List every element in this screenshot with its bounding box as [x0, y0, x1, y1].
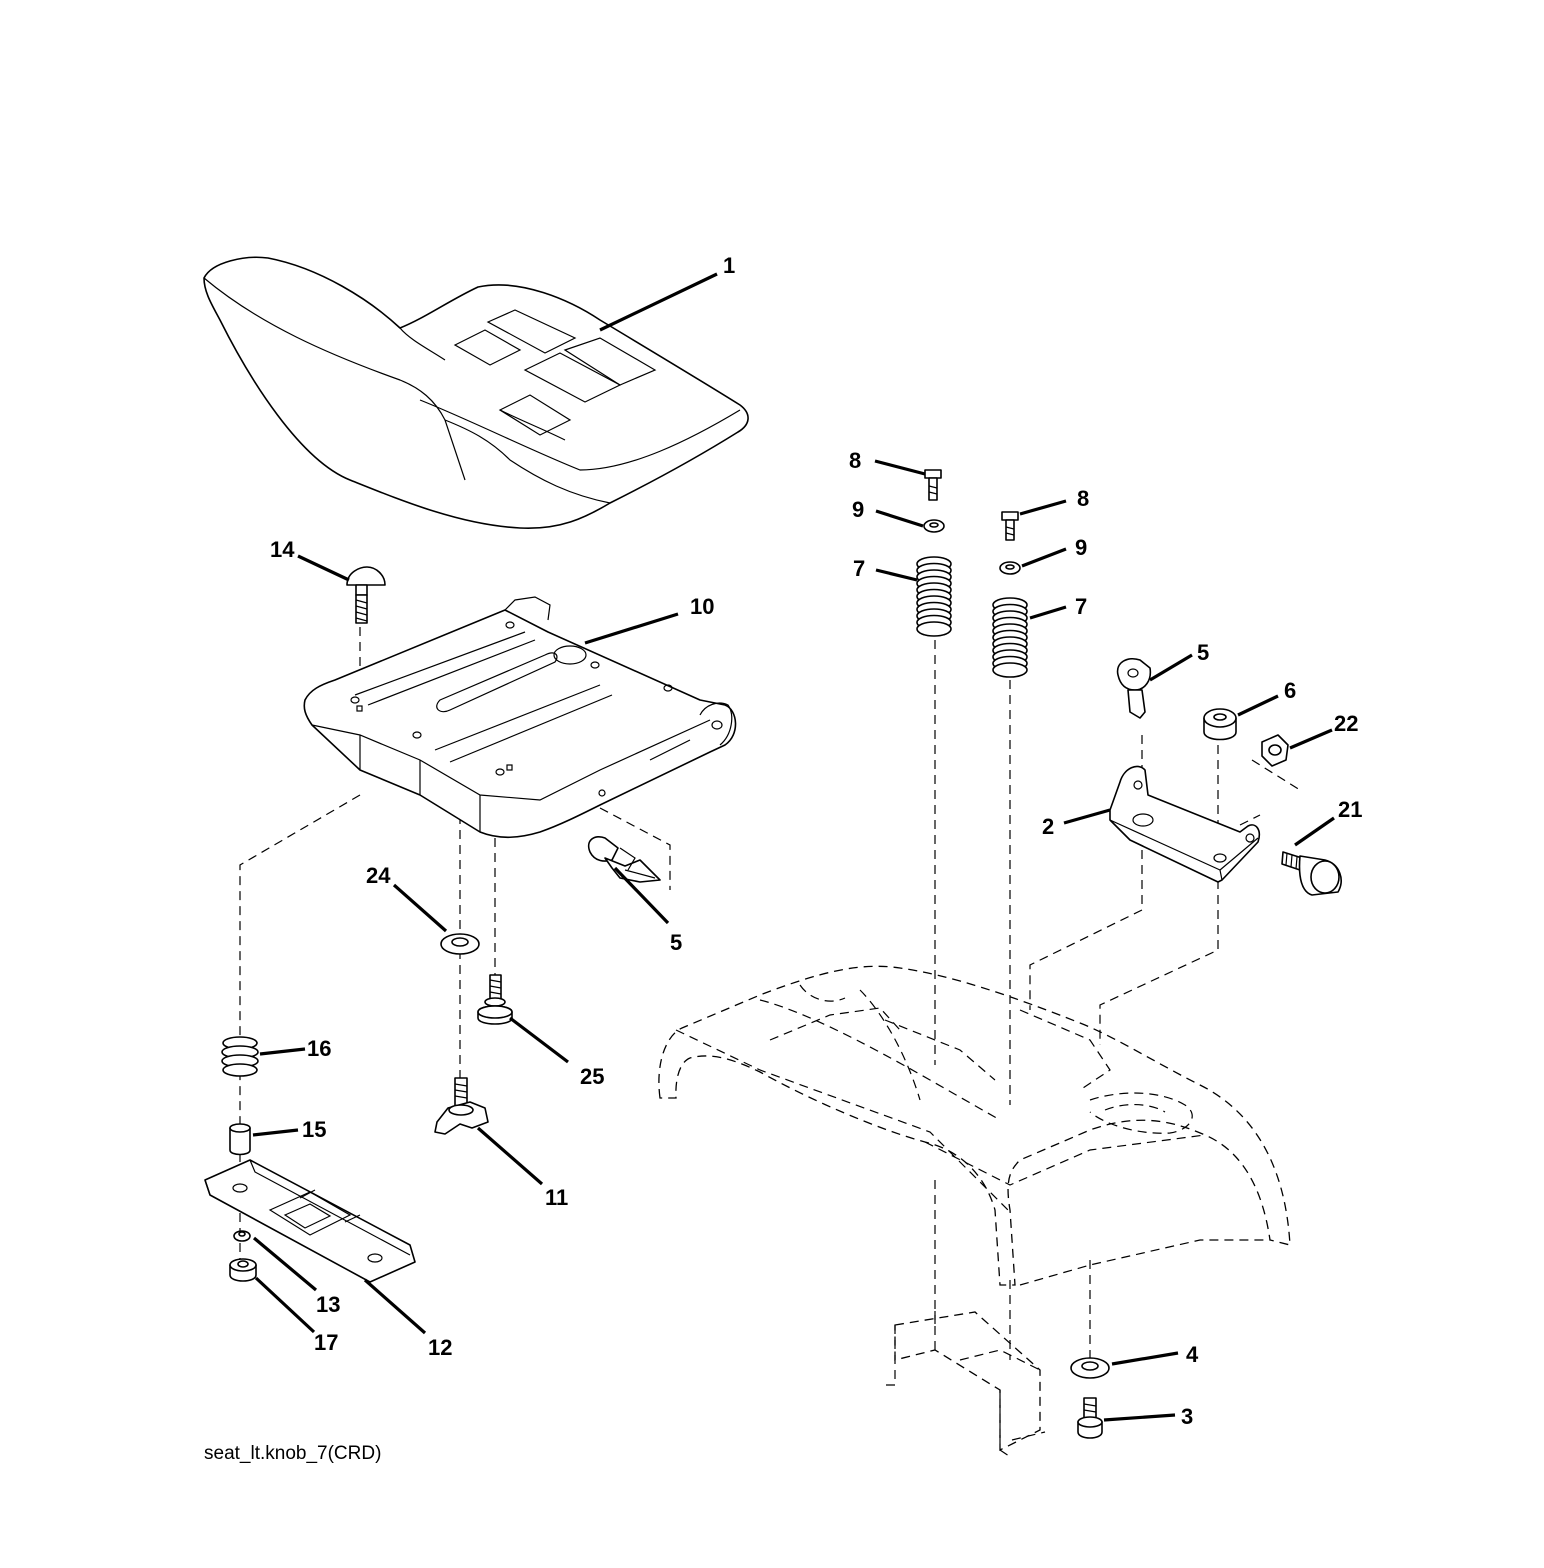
washer-4: [1070, 1357, 1110, 1379]
nut-17: [229, 1258, 257, 1282]
callout-7-left: 7: [853, 556, 865, 581]
fender-outline: [658, 965, 1291, 1286]
carriage-bolt-14: [346, 566, 386, 624]
callout-22: 22: [1334, 711, 1358, 736]
spring-16: [221, 1036, 259, 1077]
callout-15: 15: [302, 1117, 326, 1142]
callout-2: 2: [1042, 814, 1054, 839]
washer-9-left: [923, 519, 945, 533]
lower-bracket-outline: [885, 1310, 1046, 1459]
callout-25: 25: [580, 1064, 604, 1089]
callout-9-left: 9: [852, 497, 864, 522]
clip-right-5: [1116, 658, 1152, 719]
washer-24: [440, 933, 480, 955]
spring-7-left: [916, 556, 952, 637]
callout-17: 17: [314, 1330, 338, 1355]
callout-5-right: 5: [1197, 640, 1209, 665]
callout-5-left: 5: [670, 930, 682, 955]
callout-6: 6: [1284, 678, 1296, 703]
nut-6: [1203, 708, 1237, 741]
bolt-8-left: [924, 469, 942, 501]
nut-13: [233, 1230, 251, 1242]
bolt-3: [1077, 1397, 1103, 1439]
callout-24: 24: [366, 863, 391, 888]
callout-16: 16: [307, 1036, 331, 1061]
callout-13: 13: [316, 1292, 340, 1317]
callout-9-right: 9: [1075, 535, 1087, 560]
callout-10: 10: [690, 594, 714, 619]
bracket-2: [1109, 765, 1261, 883]
callout-4: 4: [1186, 1342, 1199, 1367]
spacer-15: [229, 1123, 251, 1156]
nut-22: [1261, 734, 1289, 767]
callout-21: 21: [1338, 797, 1362, 822]
bolt-21: [1281, 851, 1342, 896]
callout-11: 11: [545, 1185, 568, 1210]
seat-pan: [303, 596, 737, 839]
seat: [203, 256, 749, 529]
callout-3: 3: [1181, 1404, 1193, 1429]
callout-1: 1: [723, 253, 735, 278]
clip-left-5: [587, 836, 661, 883]
callout-labels: 1 2 3 4 5 5 6 7 7 8 8 9 9 10 11 12 13 14…: [270, 253, 1362, 1429]
callout-12: 12: [428, 1335, 452, 1360]
shoulder-bolt-25: [477, 974, 513, 1025]
knob-11: [434, 1077, 489, 1135]
bolt-8-right: [1001, 511, 1019, 541]
callout-8-right: 8: [1077, 486, 1089, 511]
callout-14: 14: [270, 537, 295, 562]
callout-8-left: 8: [849, 448, 861, 473]
slide-plate-12: [204, 1159, 416, 1283]
leader-lines: [252, 272, 1335, 1422]
diagram-caption: seat_lt.knob_7(CRD): [204, 1443, 382, 1464]
washer-9-right: [999, 561, 1021, 575]
callout-7-right: 7: [1075, 594, 1087, 619]
spring-7-right: [992, 597, 1028, 678]
